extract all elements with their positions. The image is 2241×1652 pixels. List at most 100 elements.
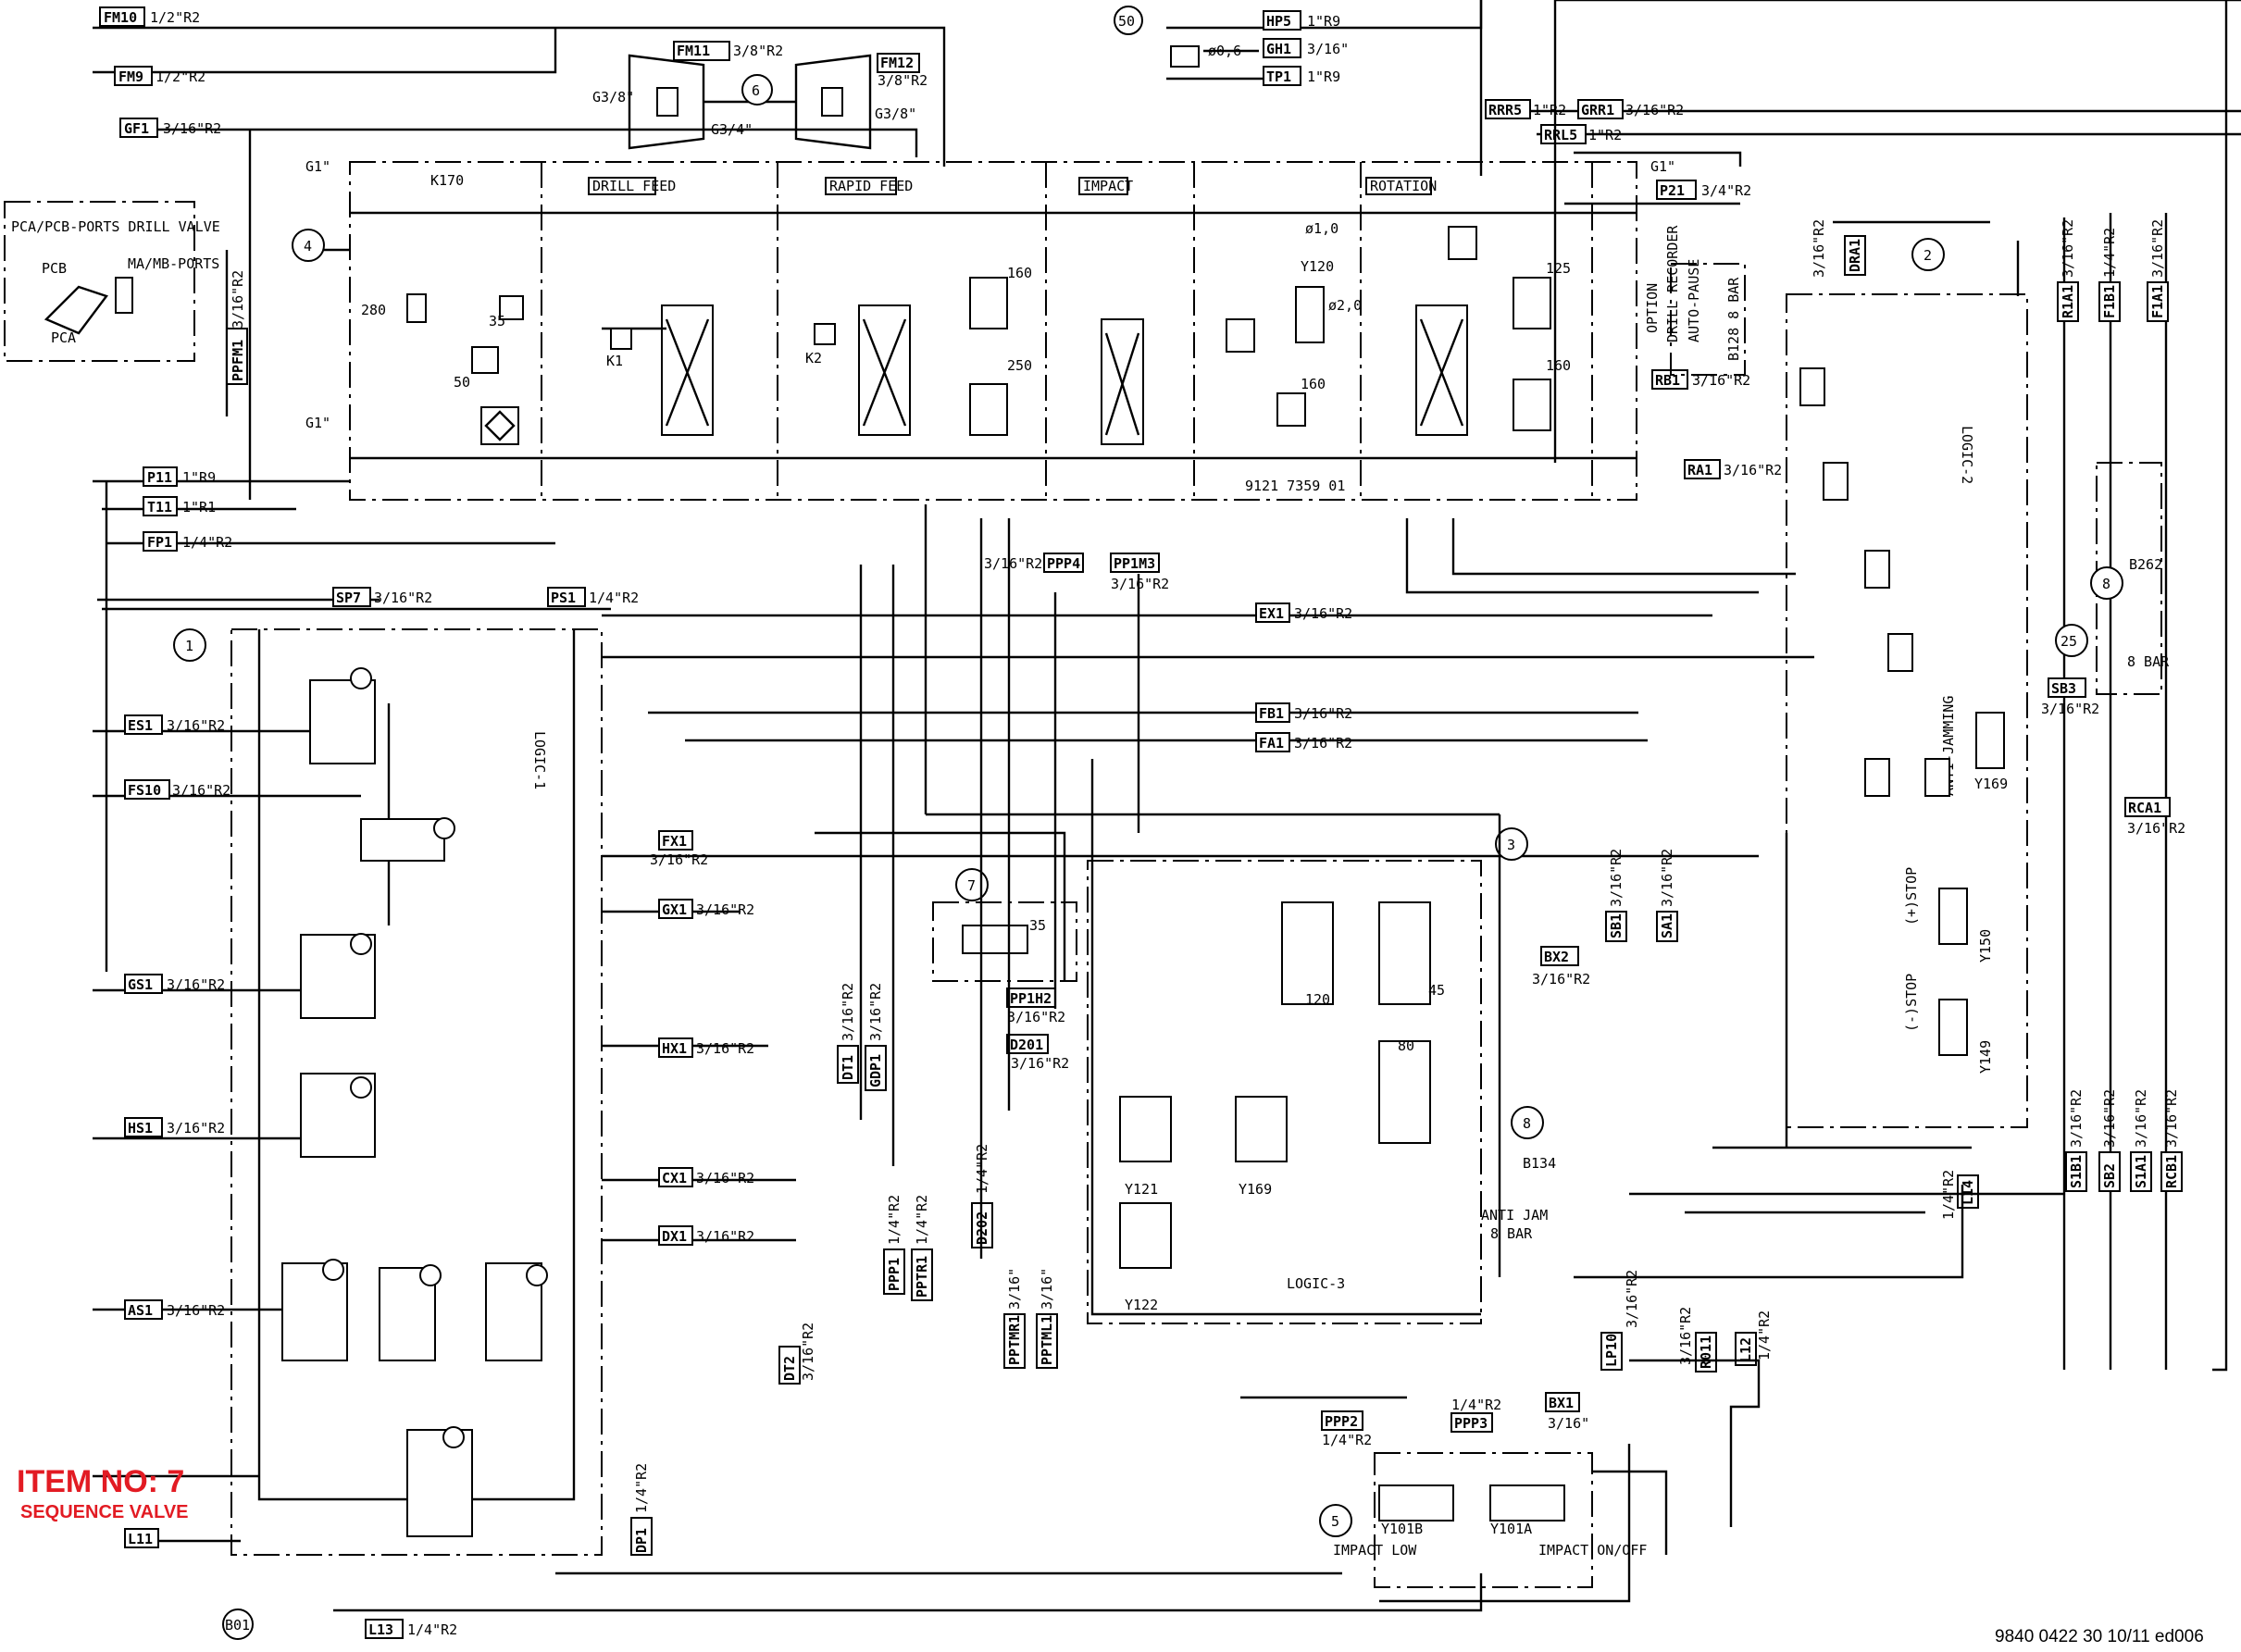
svg-text:CX1: CX1 (662, 1170, 687, 1186)
port-tag-hp5: HP5 1"R9 (1263, 10, 1340, 31)
svg-text:3/16"R2: 3/16"R2 (1011, 1055, 1069, 1072)
port-tag-grr1: GRR1 3/16"R2 (1577, 99, 1684, 119)
svg-text:3/16"R2: 3/16"R2 (1294, 705, 1352, 722)
svg-text:3/16"R2: 3/16"R2 (1532, 971, 1590, 987)
svg-text:AS1: AS1 (128, 1302, 153, 1319)
svg-text:AUTO-PAUSE: AUTO-PAUSE (1686, 259, 1702, 342)
svg-text:GF1: GF1 (124, 120, 149, 137)
svg-text:3/16"R2: 3/16"R2 (1294, 735, 1352, 751)
port-tag-rb1: RB1 3/16"R2 (1651, 369, 1750, 390)
svg-text:SB1: SB1 (1608, 913, 1625, 938)
svg-text:PP1M3: PP1M3 (1114, 555, 1155, 572)
svg-text:T11: T11 (147, 499, 172, 515)
port-tag-sb2: SB2 3/16"R2 (2098, 1089, 2121, 1192)
svg-text:BX1: BX1 (1549, 1395, 1574, 1411)
svg-text:3/16"R2: 3/16"R2 (2068, 1089, 2085, 1148)
svg-text:1/4"R2: 1/4"R2 (1451, 1397, 1501, 1413)
svg-text:PPFM1: PPFM1 (230, 340, 246, 381)
svg-text:280: 280 (361, 302, 386, 318)
port-tag-rrr5: RRR5 1"R2 (1485, 99, 1566, 119)
svg-text:8 BAR: 8 BAR (2127, 653, 2170, 670)
impact-valve-item5: 5 Y101B Y101A IMPACT LOW IMPACT ON/OFF (1319, 1452, 1647, 1588)
port-tag-s1b1: S1B1 3/16"R2 (2065, 1089, 2087, 1192)
anti-jam-switch: 8 B134 ANTI JAM 8 BAR (1481, 1106, 1556, 1242)
port-tag-rca1: RCA1 3/16"R2 (2124, 797, 2185, 837)
svg-text:PS1: PS1 (551, 590, 576, 606)
spool-rotation: 125 160 (1415, 226, 1571, 436)
item-label: ITEM NO: 7 SEQUENCE VALVE (17, 1464, 189, 1522)
port-tag-p21: P21 3/4"R2 (1656, 180, 1751, 200)
svg-text:3/16"R2: 3/16"R2 (1724, 462, 1782, 478)
svg-text:Y101A: Y101A (1490, 1521, 1532, 1537)
svg-text:ø1,0: ø1,0 (1305, 220, 1338, 237)
svg-text:L11: L11 (128, 1531, 153, 1547)
port-tag-r1a1: R1A1 3/16"R2 (2057, 219, 2079, 322)
svg-text:F1A1: F1A1 (2149, 285, 2166, 318)
port-tag-gdp1: GDP1 3/16"R2 (865, 983, 887, 1091)
svg-text:Y120: Y120 (1301, 258, 1334, 275)
svg-text:1"R9: 1"R9 (1307, 68, 1340, 85)
svg-text:35: 35 (1029, 917, 1046, 934)
port-tag-fx1: FX1 3/16"R2 (650, 830, 708, 868)
port-tag-ppp2: PPP2 1/4"R2 (1321, 1410, 1372, 1448)
port-tag-l13: L13 1/4"R2 (365, 1619, 457, 1639)
svg-text:1/2"R2: 1/2"R2 (156, 68, 205, 85)
main-valve-block: K170 DRILL FEED RAPID FEED IMPACT ROTATI… (292, 158, 1675, 501)
port-tag-ps1: PS1 1/4"R2 (547, 587, 639, 607)
svg-text:FS10: FS10 (128, 782, 161, 799)
svg-text:Y169: Y169 (1239, 1181, 1272, 1198)
svg-text:G1": G1" (1650, 158, 1675, 175)
svg-text:FM10: FM10 (104, 9, 137, 26)
svg-text:80: 80 (1398, 1037, 1414, 1054)
svg-text:PPP1: PPP1 (886, 1258, 903, 1291)
svg-text:DRILL FEED: DRILL FEED (592, 178, 676, 194)
svg-text:R1A1: R1A1 (2060, 285, 2076, 318)
feed-motors: FM11 3/8"R2 FM12 3/8"R2 G3/8" G3/8" G3/4… (592, 41, 928, 150)
svg-text:GDP1: GDP1 (867, 1054, 884, 1087)
interconnect-lines (333, 0, 2228, 1612)
svg-text:50: 50 (454, 374, 470, 391)
svg-text:160: 160 (1301, 376, 1326, 392)
svg-text:FP1: FP1 (147, 534, 172, 551)
svg-text:3/16"R2: 3/16"R2 (696, 1040, 754, 1057)
port-tag-hs1: HS1 3/16"R2 (124, 1117, 225, 1137)
svg-text:3/16"R2: 3/16"R2 (1692, 372, 1750, 389)
port-tag-gs1: GS1 3/16"R2 (124, 974, 225, 994)
port-tag-fs10: FS10 3/16"R2 (124, 779, 230, 800)
logic1-output-lines (602, 504, 1814, 1242)
port-tag-t11: T11 1"R1 (143, 496, 216, 516)
spool-rapid-feed: 160 250 K2 (805, 265, 1032, 436)
svg-text:TP1: TP1 (1266, 68, 1291, 85)
port-tag-fb1: FB1 3/16"R2 (1255, 702, 1352, 723)
svg-text:RAPID FEED: RAPID FEED (829, 178, 913, 194)
svg-text:K2: K2 (805, 350, 822, 366)
svg-text:F1B1: F1B1 (2101, 285, 2118, 318)
port-tag-es1: ES1 3/16"R2 (124, 714, 225, 735)
svg-text:125: 125 (1546, 260, 1571, 277)
svg-text:7: 7 (967, 877, 976, 894)
svg-text:45: 45 (1428, 982, 1445, 999)
port-tag-pp1h2: PP1H2 3/16"R2 (1006, 987, 1065, 1025)
svg-text:35: 35 (489, 313, 505, 329)
svg-text:5: 5 (1331, 1513, 1339, 1530)
svg-text:Y121: Y121 (1125, 1181, 1158, 1198)
spool-impact (1101, 318, 1144, 445)
svg-text:3/16"R2: 3/16"R2 (800, 1323, 816, 1381)
svg-text:3/16"R2: 3/16"R2 (167, 1302, 225, 1319)
svg-text:25: 25 (2060, 633, 2077, 650)
svg-text:8: 8 (2102, 576, 2110, 592)
svg-text:3/16": 3/16" (1548, 1415, 1589, 1432)
svg-text:3/16"R2: 3/16"R2 (230, 270, 246, 329)
svg-text:Y150: Y150 (1977, 929, 1994, 963)
port-tag-dt1: DT1 3/16"R2 (837, 983, 859, 1084)
port-tag-pp1m3: PP1M3 3/16"R2 (1110, 553, 1169, 592)
svg-text:3/16"R2: 3/16"R2 (1659, 849, 1675, 907)
svg-text:RA1: RA1 (1687, 462, 1712, 478)
svg-text:3/16"R2: 3/16"R2 (2060, 219, 2076, 278)
svg-text:S1B1: S1B1 (2068, 1155, 2085, 1188)
top-right-feed-lines (1166, 0, 2241, 205)
svg-text:3/16"R2: 3/16"R2 (2041, 701, 2099, 717)
svg-text:DT2: DT2 (781, 1356, 798, 1381)
svg-text:3/16"R2: 3/16"R2 (2149, 219, 2166, 278)
